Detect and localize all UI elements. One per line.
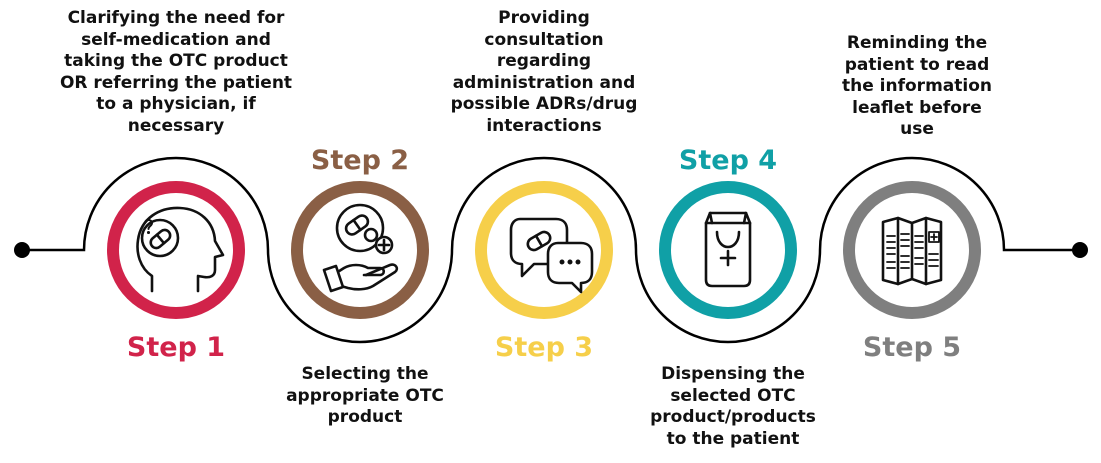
- step-5-label: Step 5: [862, 332, 962, 363]
- step-5-description: Reminding the patient to read the inform…: [842, 33, 992, 139]
- step-4-description: Dispensing the selected OTC product/prod…: [650, 364, 816, 449]
- step-3-description: Providing consultation regarding adminis…: [450, 8, 638, 136]
- timeline-start-dot: [14, 242, 30, 258]
- step-2-label: Step 2: [310, 145, 410, 176]
- timeline-path: [22, 156, 1080, 344]
- step-3-label: Step 3: [494, 332, 594, 363]
- head-pill-question-icon: [136, 206, 225, 293]
- step-2-description: Selecting the appropriate OTC product: [286, 364, 444, 427]
- pharmacy-bag-icon: [704, 211, 752, 288]
- hand-pills-icon: [322, 203, 399, 293]
- timeline-end-dot: [1072, 242, 1088, 258]
- step-4-label: Step 4: [678, 145, 778, 176]
- information-leaflet-icon: [881, 216, 943, 286]
- consultation-chat-icon: [509, 217, 594, 294]
- step-1-description: Clarifying the need for self-medication …: [59, 8, 293, 136]
- step-1-ring: [107, 181, 245, 319]
- step-1-label: Step 1: [126, 332, 226, 363]
